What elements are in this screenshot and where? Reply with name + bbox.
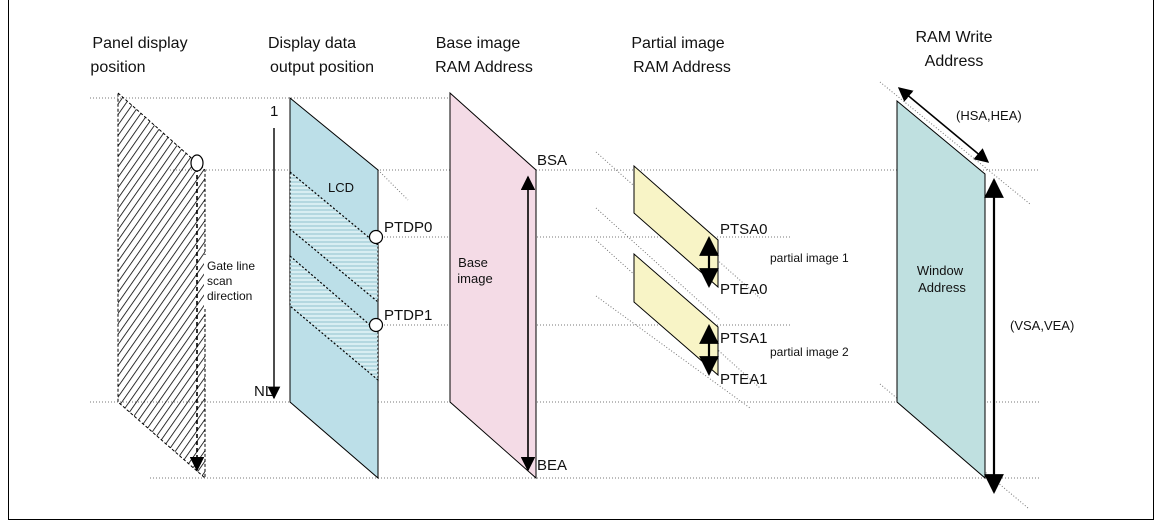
panel-hatched-area xyxy=(117,91,206,480)
partial-image-2-label: partial image 2 xyxy=(770,345,849,359)
ram-write-window: (HSA,HEA) (VSA,VEA) Window Address xyxy=(896,87,1074,494)
hsa-hea-label: (HSA,HEA) xyxy=(956,108,1022,123)
base-image-parallelogram xyxy=(449,91,537,480)
gate-scan-line3: direction xyxy=(207,289,252,303)
window-address-label: Window Address xyxy=(917,263,966,295)
guide-line-lcd-diag xyxy=(377,169,409,201)
bea-label: BEA xyxy=(537,457,567,474)
display-data-output: LCD 1 NL PTDP0 PTDP1 xyxy=(254,96,432,480)
gate-scan-label-bg xyxy=(204,255,268,309)
base-image-label: Base image xyxy=(457,255,492,286)
ptdp0-band xyxy=(289,170,379,304)
guide-line-partial-c xyxy=(595,207,721,321)
header-base-line2: RAM Address xyxy=(435,59,533,76)
partial-image-ram: PTSA0 PTEA0 PTSA1 PTEA1 partial image 1 … xyxy=(633,164,849,388)
hsa-hea-arrow xyxy=(897,87,990,163)
ptdp1-marker xyxy=(368,317,384,333)
column-headers: Panel display position Display data outp… xyxy=(90,29,992,76)
ptea1-label: PTEA1 xyxy=(720,371,768,388)
window-address-line1: Window xyxy=(917,263,964,278)
window-address-line2: Address xyxy=(918,280,966,295)
line-1-label: 1 xyxy=(270,103,278,120)
base-image-line2: image xyxy=(457,271,492,286)
base-image-ram: BSA BEA Base image xyxy=(449,91,567,480)
panel-display: Gate line scan direction xyxy=(117,91,268,480)
ptdp0-label: PTDP0 xyxy=(384,219,432,236)
header-panel-line2: position xyxy=(90,59,145,76)
header-display-line2: output position xyxy=(270,59,374,76)
partial-image-1-label: partial image 1 xyxy=(770,251,849,265)
bsa-label: BSA xyxy=(537,152,567,169)
vsa-vea-label: (VSA,VEA) xyxy=(1010,318,1074,333)
header-ramwrite-line1: RAM Write xyxy=(915,29,992,46)
base-image-line1: Base xyxy=(458,255,488,270)
ptdp1-label: PTDP1 xyxy=(384,307,432,324)
gate-scan-label: Gate line scan direction xyxy=(207,259,255,303)
panel-start-marker xyxy=(190,154,204,172)
gate-scan-line1: Gate line xyxy=(207,259,255,273)
line-nl-label: NL xyxy=(254,383,273,400)
header-partial-line2: RAM Address xyxy=(633,59,731,76)
header-partial-line1: Partial image xyxy=(631,35,724,52)
ptsa0-label: PTSA0 xyxy=(720,221,768,238)
guide-line-partial-a xyxy=(595,151,761,299)
gate-scan-line2: scan xyxy=(207,274,232,288)
guide-line-partial-b xyxy=(595,239,761,389)
header-base-line1: Base image xyxy=(436,35,521,52)
header-ramwrite-line2: Address xyxy=(925,53,984,70)
ptdp1-band xyxy=(289,254,379,382)
header-panel-line1: Panel display xyxy=(92,35,187,52)
ptea0-label: PTEA0 xyxy=(720,281,768,298)
header-display-line1: Display data xyxy=(268,35,356,52)
ptsa1-label: PTSA1 xyxy=(720,330,768,347)
ptdp0-marker xyxy=(368,229,384,245)
lcd-label: LCD xyxy=(328,180,354,195)
